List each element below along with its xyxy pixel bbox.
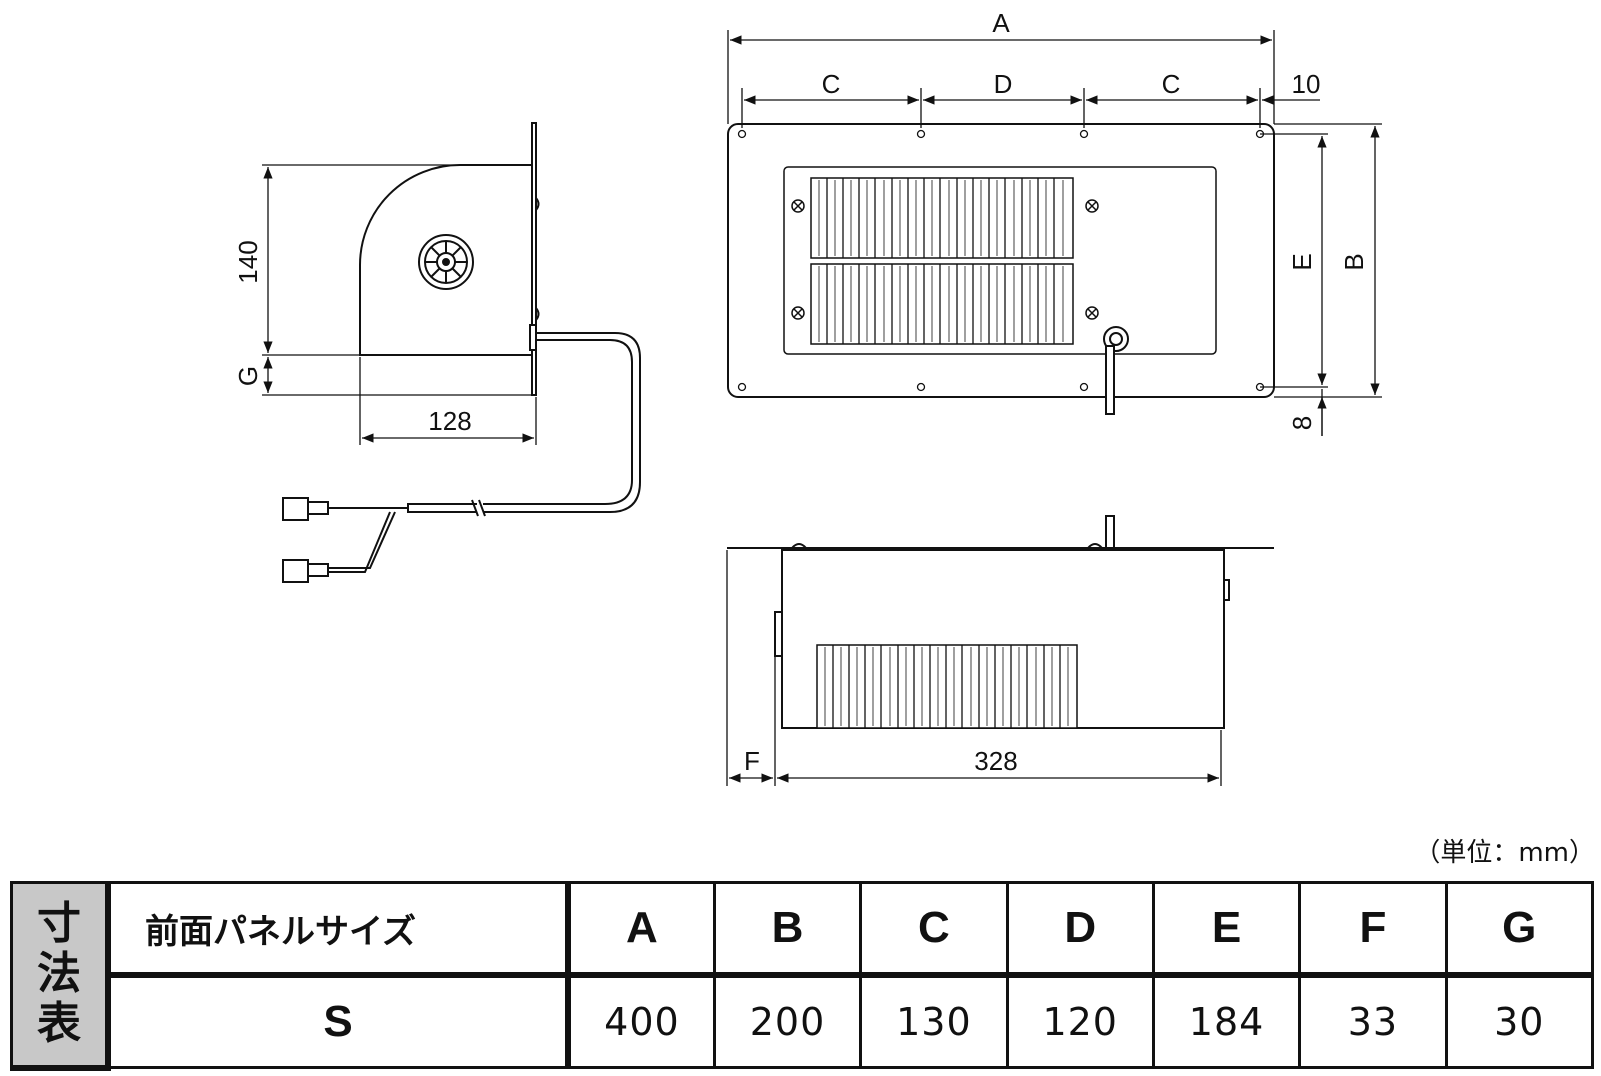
- dim-c-left-label: C: [822, 69, 841, 99]
- side-dimensions: [262, 164, 537, 445]
- dim-d-label: D: [994, 69, 1013, 99]
- value-e: 184: [1151, 973, 1302, 1069]
- table-row: S 400 200 130 120 184 33 30: [12, 973, 1595, 1069]
- dim-8-label: 8: [1287, 416, 1317, 430]
- column-header-a: A: [566, 881, 716, 978]
- bottom-dimensions: [726, 550, 1222, 786]
- column-header-d: D: [1005, 881, 1155, 978]
- fan-icon: [418, 234, 474, 290]
- column-header-g: G: [1444, 881, 1595, 978]
- table-title-char: 表: [37, 998, 81, 1050]
- column-header-b: B: [712, 881, 863, 978]
- power-cord: [282, 332, 641, 583]
- dim-a-label: A: [992, 8, 1010, 38]
- side-view: [282, 122, 641, 583]
- panel-size-value: S: [106, 973, 571, 1069]
- panel-size-header: 前面パネルサイズ: [106, 881, 571, 978]
- side-height-label: 140: [233, 240, 263, 283]
- table-title: 寸 法 表: [10, 881, 111, 1071]
- table-title-char: 法: [37, 948, 81, 1000]
- value-c: 130: [859, 973, 1009, 1069]
- bottom-louvers: [816, 644, 1078, 729]
- column-header-e: E: [1151, 881, 1302, 978]
- connector-upper: [282, 497, 309, 521]
- dim-c-right-label: C: [1162, 69, 1181, 99]
- column-header-f: F: [1298, 881, 1448, 978]
- value-g: 30: [1444, 973, 1595, 1069]
- column-header-c: C: [859, 881, 1009, 978]
- table-header-row: 寸 法 表 前面パネルサイズ A B C D E F G: [10, 881, 1595, 1071]
- table-title-char: 寸: [37, 898, 81, 950]
- knob-icon: [1103, 326, 1129, 415]
- side-g-label: G: [233, 366, 263, 386]
- unit-note: （単位：mm）: [1414, 838, 1595, 868]
- value-b: 200: [712, 973, 863, 1069]
- bottom-view: [727, 515, 1274, 729]
- dimension-table: 寸 法 表 前面パネルサイズ A B C D E F G S 400 200 1…: [10, 881, 1595, 1071]
- connector-lower: [282, 559, 309, 583]
- screw-icons: [791, 199, 1099, 320]
- dim-b-label: B: [1339, 253, 1369, 270]
- side-width-label: 128: [428, 406, 471, 436]
- front-louvers: [810, 177, 1074, 345]
- value-a: 400: [566, 973, 716, 1069]
- value-d: 120: [1005, 973, 1155, 1069]
- value-f: 33: [1298, 973, 1448, 1069]
- dim-328-label: 328: [974, 746, 1017, 776]
- dim-f-label: F: [744, 746, 760, 776]
- dimension-drawing: 140 G 128: [233, 8, 1382, 786]
- front-dimensions: [727, 30, 1382, 436]
- dim-e-label: E: [1287, 253, 1317, 270]
- dim-10-label: 10: [1292, 69, 1321, 99]
- front-view: [727, 123, 1275, 415]
